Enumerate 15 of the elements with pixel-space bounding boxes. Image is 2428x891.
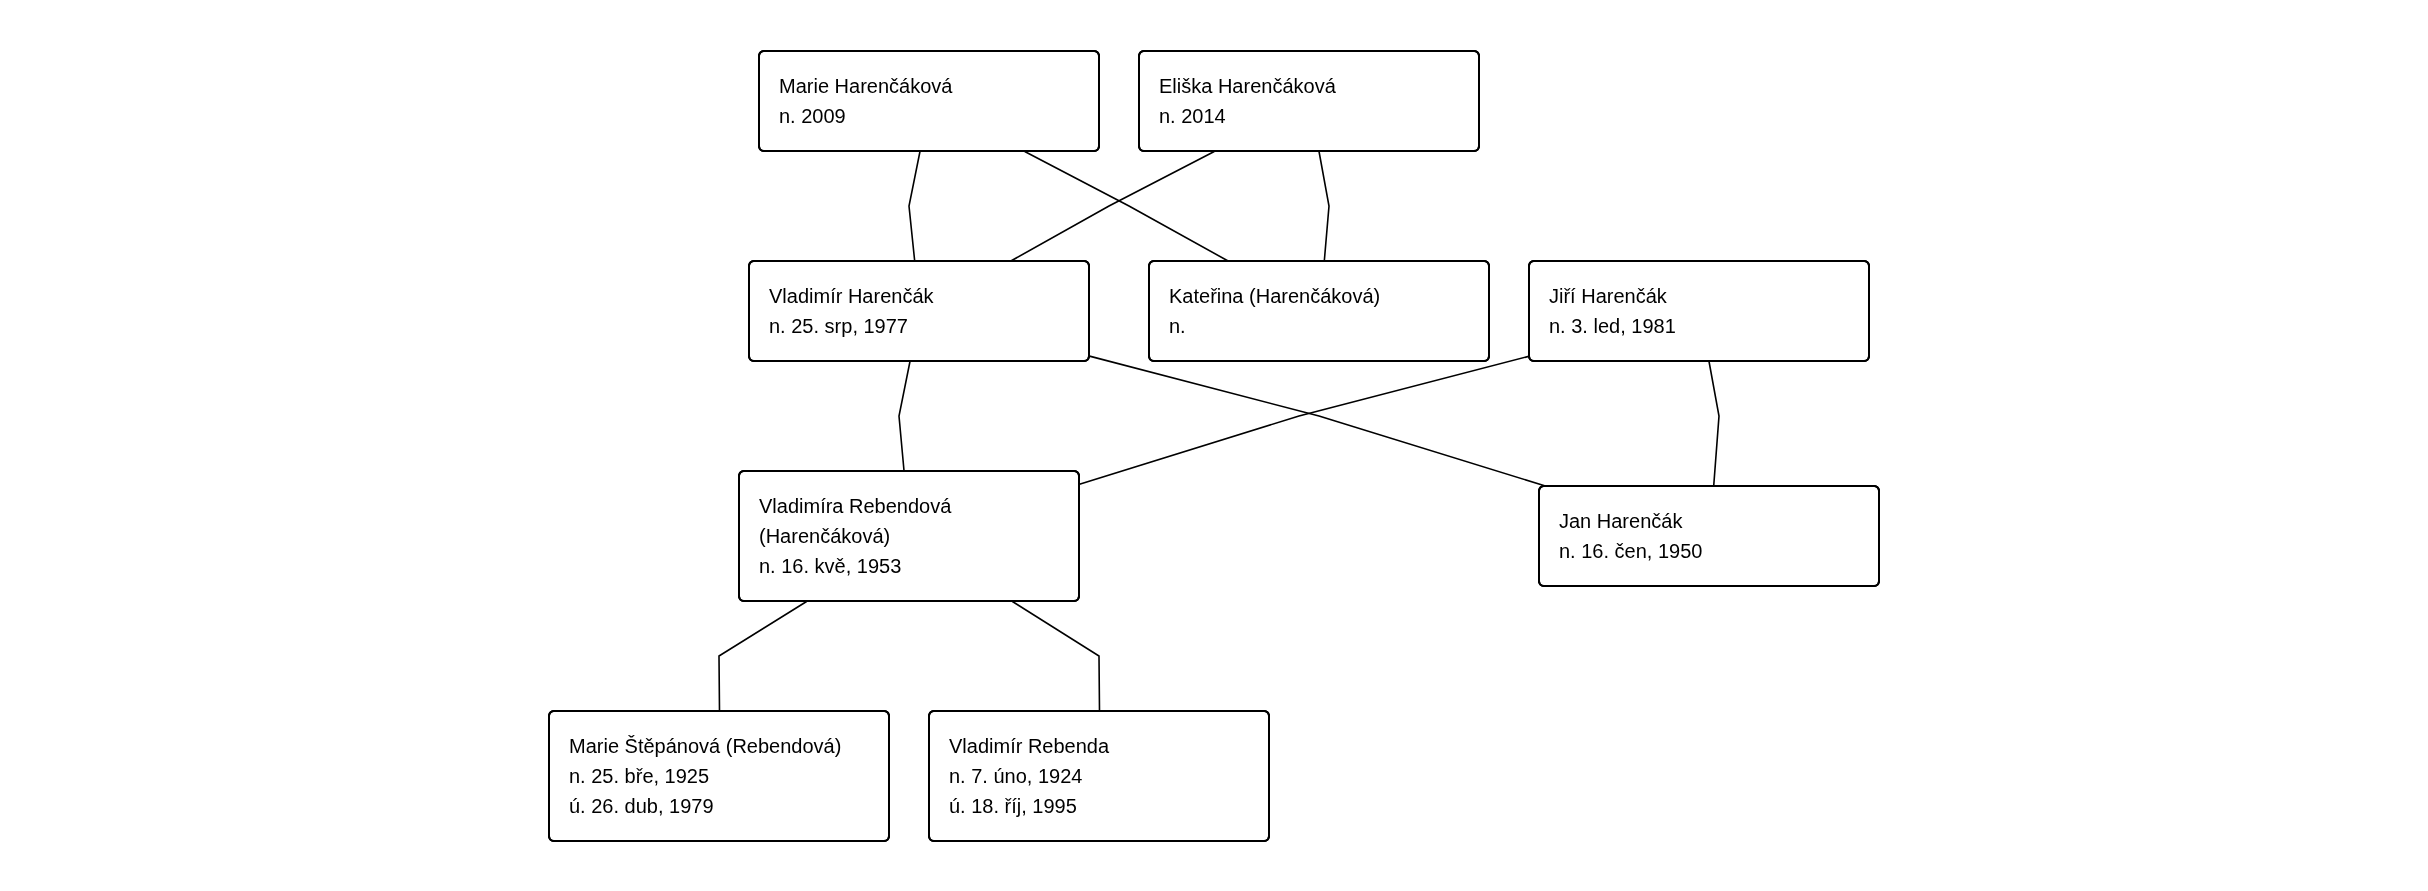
connector: [908, 150, 921, 262]
connector: [1011, 600, 1101, 712]
node-text: Eliška Harenčáková n. 2014: [1159, 74, 1336, 127]
node-text: Jan Harenčák n. 16. čen, 1950: [1559, 509, 1703, 562]
node-text: Kateřina (Harenčáková) n.: [1169, 284, 1381, 337]
connector: [1318, 150, 1330, 262]
connector: [1708, 360, 1720, 487]
node-text: Marie Štěpánová (Rebendová) n. 25. bře, 1925 ú. 26. dub, 1979: [569, 734, 842, 817]
node-text: Vladimír Harenčák n. 25. srp, 1977: [769, 284, 934, 337]
node-text: Jiří Harenčák n. 3. led, 1981: [1549, 284, 1676, 337]
connector: [898, 360, 911, 472]
node-text: Vladimír Rebenda n. 7. úno, 1924 ú. 18. říj, 1995: [949, 734, 1110, 817]
connector: [718, 600, 808, 712]
node-text: Marie Harenčáková n. 2009: [779, 74, 953, 127]
node-text: Vladimíra Rebendová (Harenčáková) n. 16. kvě, 1953: [759, 494, 952, 577]
